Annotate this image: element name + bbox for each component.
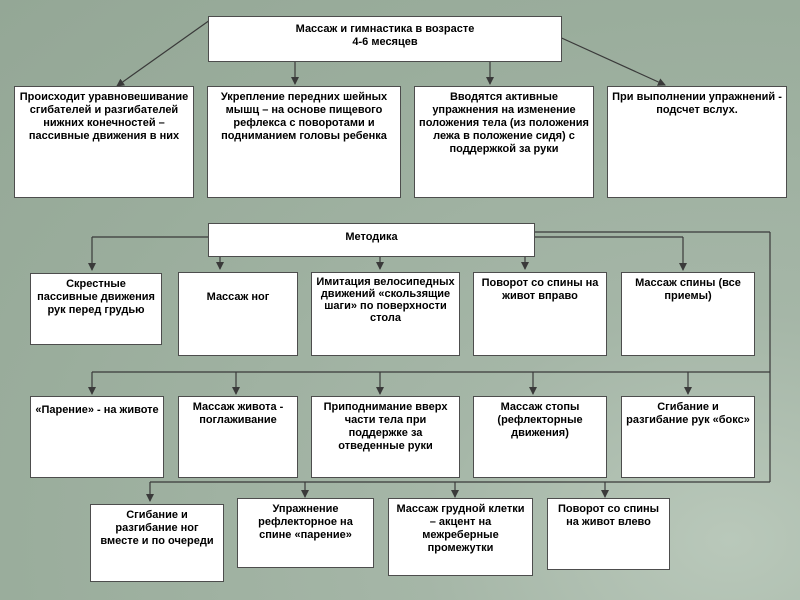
row2-item-4: Массаж стопы (рефлекторные движения) [473, 396, 607, 478]
top-item-3: Вводятся активные упражнения на изменени… [414, 86, 594, 198]
row2-item-1: «Парение» - на животе [30, 396, 164, 478]
row3-item-3: Массаж грудной клетки – акцент на межреб… [388, 498, 533, 576]
arrow-title-to-item1 [116, 19, 211, 87]
top-item-1: Происходит уравновешивание сгибателей и … [14, 86, 194, 198]
title-line-1: Массаж и гимнастика в возрасте [295, 23, 475, 35]
row1-item-2: Массаж ног [178, 272, 298, 356]
row3-item-4: Поворот со спины на живот влево [547, 498, 670, 570]
row1-item-3: Имитация велосипедных движений «скользящ… [311, 272, 460, 356]
row1-item-5: Массаж спины (все приемы) [621, 272, 755, 356]
arrow-title-to-item4 [554, 34, 666, 86]
top-item-2: Укрепление передних шейных мышц – на осн… [207, 86, 401, 198]
row1-item-1: Скрестные пассивные движения рук перед г… [30, 273, 162, 345]
row2-item-3: Приподнимание вверх части тела при подде… [311, 396, 460, 478]
title-box: Массаж и гимнастика в возрасте 4-6 месяц… [208, 16, 562, 62]
method-box: Методика [208, 223, 535, 257]
top-item-4: При выполнении упражнений - подсчет вслу… [607, 86, 787, 198]
row2-item-5: Сгибание и разгибание рук «бокс» [621, 396, 755, 478]
row3-item-1: Сгибание и разгибание ног вместе и по оч… [90, 504, 224, 582]
title-line-2: 4-6 месяцев [352, 36, 418, 48]
row3-item-2: Упражнение рефлекторное на спине «парени… [237, 498, 374, 568]
row1-item-4: Поворот со спины на живот вправо [473, 272, 607, 356]
row2-item-2: Массаж живота - поглаживание [178, 396, 298, 478]
